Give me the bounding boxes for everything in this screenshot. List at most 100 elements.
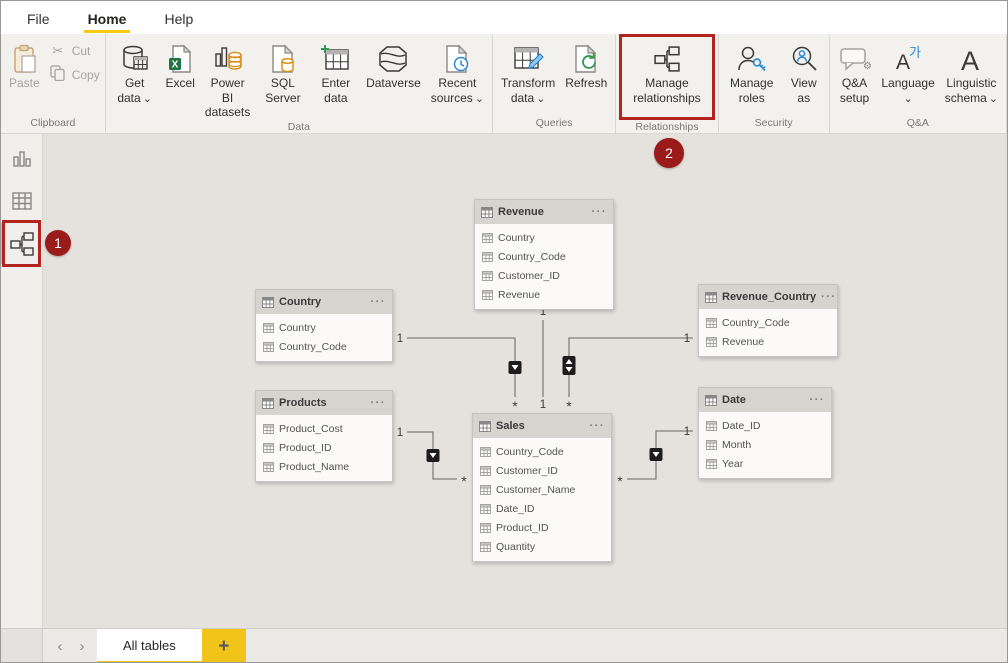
all-tables-label: All tables <box>123 637 176 653</box>
table-card-date[interactable]: Date Date_ID Month Year <box>698 387 832 479</box>
relationship-revenue-country-sales[interactable]: 1 * <box>562 333 694 414</box>
field-row[interactable]: Customer_ID <box>475 266 613 285</box>
sql-server-button[interactable]: SQL Server <box>255 39 310 105</box>
field-row[interactable]: Country <box>475 228 613 247</box>
recent-sources-button[interactable]: Recent sources <box>426 39 489 105</box>
field-row[interactable]: Date_ID <box>473 499 611 518</box>
field-icon <box>706 336 717 347</box>
relationship-date-sales[interactable]: 1 * <box>617 426 693 489</box>
manage-relationships-button[interactable]: Manage relationships <box>628 39 705 105</box>
tab-all-tables[interactable]: All tables <box>97 629 202 662</box>
more-options-icon[interactable] <box>371 296 387 308</box>
table-name: Date <box>722 394 746 406</box>
relationship-products-sales[interactable]: 1 * <box>397 427 467 489</box>
table-card-revenue[interactable]: Revenue Country Country_Code Customer_ID… <box>474 199 614 310</box>
relationship-country-sales[interactable]: 1 * <box>397 333 522 414</box>
field-row[interactable]: Year <box>699 454 831 473</box>
dataverse-button[interactable]: Dataverse <box>361 39 426 91</box>
field-row[interactable]: Revenue <box>699 332 837 351</box>
more-options-icon[interactable] <box>592 206 608 218</box>
prev-tab-button[interactable] <box>51 637 69 657</box>
field-row[interactable]: Customer_Name <box>473 480 611 499</box>
field-row[interactable]: Country_Code <box>473 442 611 461</box>
manage-roles-icon <box>737 42 767 76</box>
field-row[interactable]: Month <box>699 435 831 454</box>
group-queries: Transform data Refresh Queries <box>493 34 617 133</box>
refresh-button[interactable]: Refresh <box>560 39 612 91</box>
linguistic-schema-label: Linguistic schema <box>944 76 997 105</box>
field-row[interactable]: Country_Code <box>256 337 392 356</box>
power-bi-datasets-label: Power BI datasets <box>204 76 251 120</box>
annotation-step-2-badge: 2 <box>654 138 684 168</box>
svg-text:A: A <box>896 51 910 74</box>
field-icon <box>480 446 491 457</box>
table-icon <box>262 397 274 409</box>
tab-help[interactable]: Help <box>164 10 194 27</box>
more-options-icon[interactable] <box>810 394 826 406</box>
svg-text:가: 가 <box>909 46 921 61</box>
field-row[interactable]: Revenue <box>475 285 613 304</box>
copy-label: Copy <box>71 67 100 82</box>
table-header[interactable]: Revenue <box>475 200 613 224</box>
table-header[interactable]: Sales <box>473 414 611 438</box>
qa-setup-label: Q&A setup <box>839 76 870 105</box>
more-options-icon[interactable] <box>371 397 387 409</box>
field-row[interactable]: Product_Name <box>256 457 392 476</box>
qa-setup-button[interactable]: ⚙ Q&A setup <box>833 39 877 105</box>
report-view-button[interactable] <box>9 146 35 172</box>
view-as-button[interactable]: View as <box>782 39 826 105</box>
copy-button[interactable]: Copy <box>49 65 100 84</box>
language-button[interactable]: A 가 Language <box>876 39 939 105</box>
svg-text:⚙: ⚙ <box>863 61 871 72</box>
table-card-sales[interactable]: Sales Country_Code Customer_ID Customer_… <box>472 413 612 562</box>
field-row[interactable]: Quantity <box>473 537 611 556</box>
enter-data-button[interactable]: Enter data <box>311 39 361 105</box>
power-bi-datasets-button[interactable]: Power BI datasets <box>200 39 255 120</box>
table-card-revenue-country[interactable]: Revenue_Country Country_Code Revenue <box>698 284 838 357</box>
table-header[interactable]: Country <box>256 290 392 314</box>
add-layout-button[interactable] <box>201 629 246 662</box>
tab-home[interactable]: Home <box>76 5 139 33</box>
table-header[interactable]: Revenue_Country <box>699 285 837 309</box>
next-tab-button[interactable] <box>73 637 91 657</box>
field-row[interactable]: Product_ID <box>256 438 392 457</box>
relationship-revenue-sales[interactable]: 1 1 <box>540 306 546 411</box>
get-data-button[interactable]: Get data <box>109 39 161 105</box>
page-tab-bar: All tables <box>1 628 1007 662</box>
manage-relationships-highlight-box: Manage relationships <box>619 34 715 120</box>
tab-file[interactable]: File <box>27 10 50 27</box>
copy-icon <box>49 65 67 84</box>
table-card-country[interactable]: Country Country Country_Code <box>255 289 393 362</box>
data-view-button[interactable] <box>9 188 35 214</box>
field-row[interactable]: Country_Code <box>699 313 837 332</box>
field-row[interactable]: Product_Cost <box>256 419 392 438</box>
dataverse-label: Dataverse <box>366 76 421 90</box>
chevron-down-icon <box>141 91 152 105</box>
more-options-icon[interactable] <box>590 420 606 432</box>
table-header[interactable]: Products <box>256 391 392 415</box>
model-view-highlight-box <box>2 220 41 267</box>
more-options-icon[interactable] <box>821 291 837 303</box>
field-icon <box>480 484 491 495</box>
table-card-products[interactable]: Products Product_Cost Product_ID Product… <box>255 390 393 482</box>
model-canvas[interactable]: 1 * 1 1 1 * <box>43 134 1007 628</box>
annotation-step-1-badge: 1 <box>45 230 71 256</box>
excel-button[interactable]: X Excel <box>161 39 200 91</box>
field-row[interactable]: Product_ID <box>473 518 611 537</box>
cut-button[interactable]: Cut <box>49 43 100 59</box>
paste-button[interactable]: Paste <box>4 39 45 91</box>
recent-sources-icon <box>443 42 471 76</box>
manage-roles-button[interactable]: Manage roles <box>722 39 782 105</box>
field-row[interactable]: Date_ID <box>699 416 831 435</box>
table-header[interactable]: Date <box>699 388 831 412</box>
table-name: Country <box>279 296 322 308</box>
field-row[interactable]: Country_Code <box>475 247 613 266</box>
footer-corner <box>1 629 43 662</box>
transform-data-button[interactable]: Transform data <box>496 39 560 105</box>
svg-text:*: * <box>566 398 572 414</box>
field-row[interactable]: Customer_ID <box>473 461 611 480</box>
field-row[interactable]: Country <box>256 318 392 337</box>
field-icon <box>482 251 493 262</box>
linguistic-schema-button[interactable]: A Linguistic schema <box>940 39 1003 105</box>
